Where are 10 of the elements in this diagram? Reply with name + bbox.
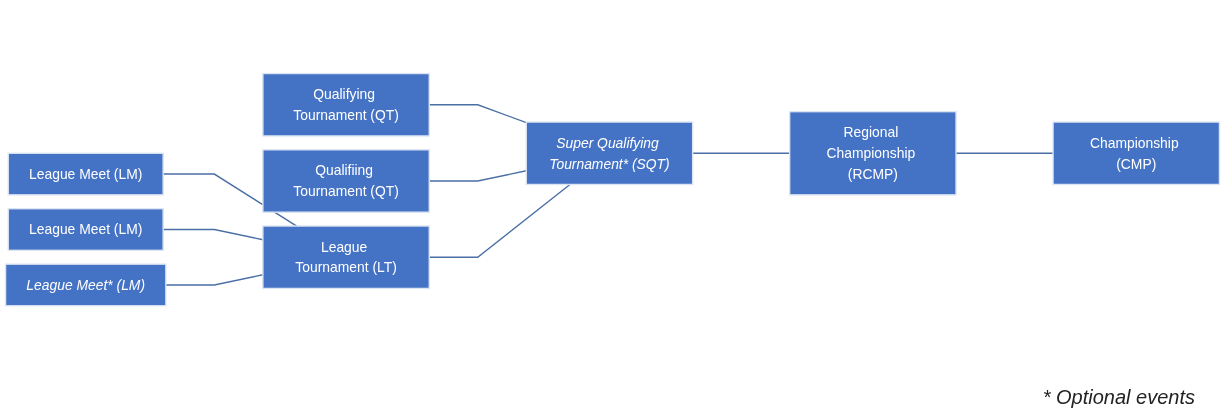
footnote: * Optional events (1042, 386, 1195, 409)
node-box: Qualifying Tournament (QT) (262, 73, 430, 137)
node-box: League Meet* (LM) (4, 263, 167, 307)
node-box: League Meet (LM) (7, 208, 164, 252)
node-box: Championship (CMP) (1052, 121, 1221, 186)
node-box: Super Qualifying Tournament* (SQT) (525, 121, 694, 186)
node-box: League Meet (LM) (7, 152, 164, 196)
node-box: Regional Championship (RCMP) (788, 111, 957, 196)
node-box: League Tournament (LT) (262, 225, 430, 290)
node-box: Qualifiing Tournament (QT) (262, 149, 430, 214)
